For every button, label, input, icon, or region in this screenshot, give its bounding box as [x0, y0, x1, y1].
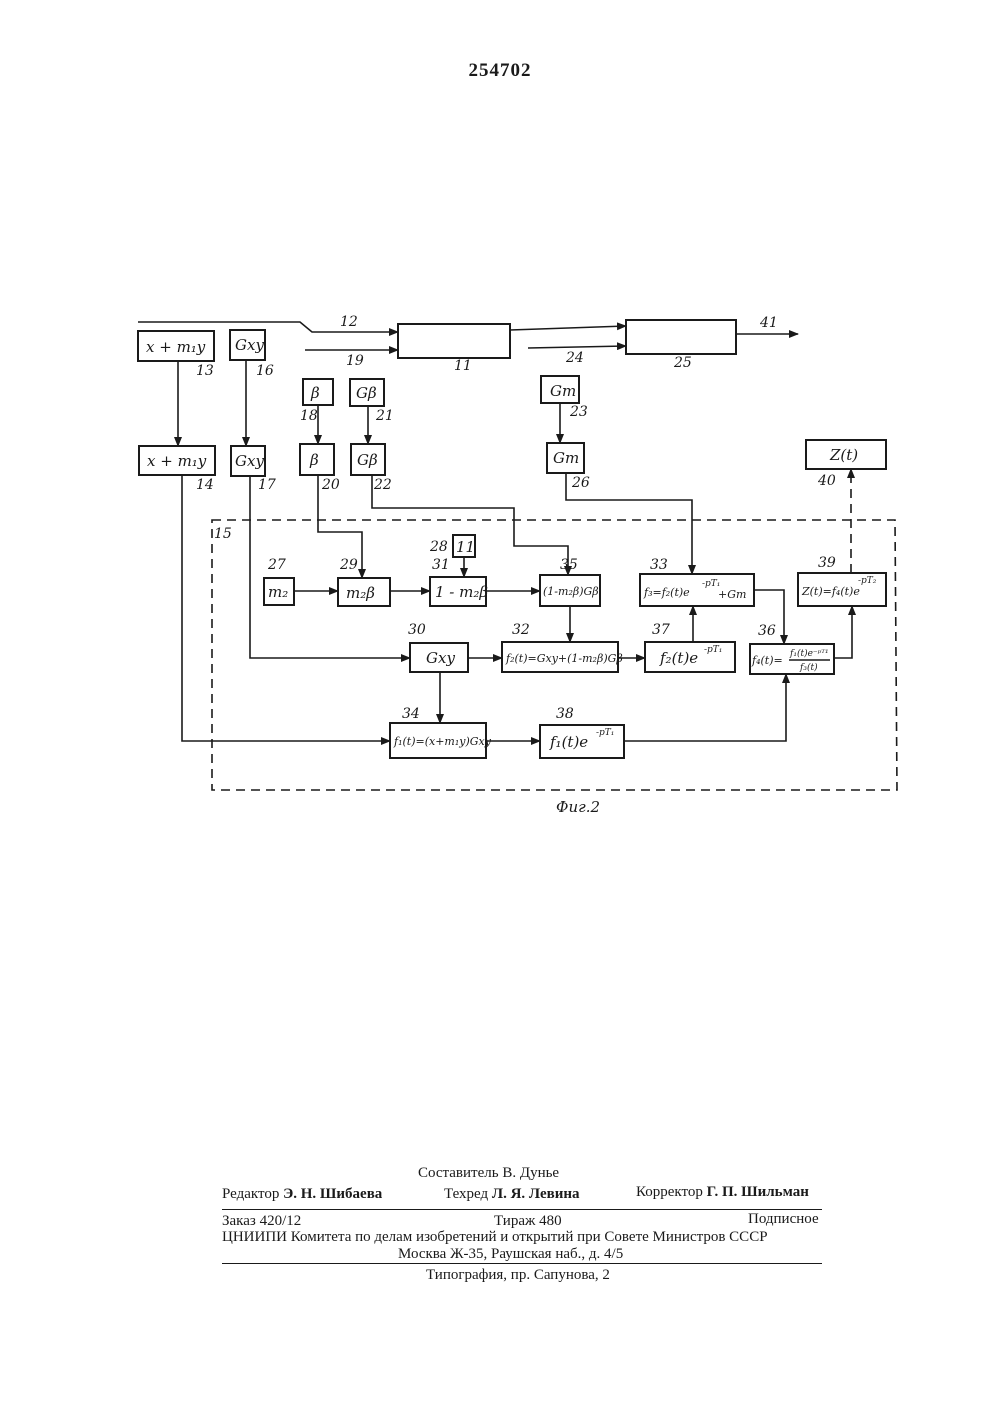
- block-11: [398, 324, 510, 358]
- block-14-label: x + m₁y: [147, 452, 207, 470]
- printing-house: Типография, пр. Сапунова, 2: [426, 1267, 610, 1284]
- block-31-label: 1 - m₂β: [435, 583, 488, 601]
- colophon-rule-1: [222, 1209, 822, 1210]
- corrector-label: Корректор: [636, 1184, 703, 1200]
- block-16-number: 16: [256, 363, 274, 379]
- corrector-line: Корректор Г. П. Шильман: [636, 1184, 809, 1201]
- block-17-number: 17: [258, 477, 276, 493]
- subscription: Подписное: [748, 1211, 819, 1228]
- block-39-label: Z(t)=f₄(t)e: [801, 585, 860, 598]
- figure-caption: Фиг.2: [556, 798, 600, 816]
- block-34-number: 34: [402, 706, 420, 722]
- editor-name: Э. Н. Шибаева: [283, 1186, 382, 1202]
- block-27-label: m₂: [268, 583, 288, 601]
- block-13-label: x + m₁y: [146, 338, 206, 356]
- block-36-fraction-bottom: f₃(t): [799, 662, 818, 673]
- region-15-number: 15: [214, 526, 232, 542]
- block-16-label: Gxy: [235, 336, 264, 354]
- block-38-label: f₁(t)e: [549, 733, 588, 751]
- block-37-number: 37: [652, 622, 670, 638]
- block-23-number: 23: [569, 404, 588, 420]
- block-30-number: 30: [408, 622, 426, 638]
- institute: ЦНИИПИ Комитета по делам изобретений и о…: [222, 1229, 768, 1246]
- techred-label: Техред: [444, 1186, 488, 1202]
- block-27-number: 27: [267, 557, 286, 573]
- block-25-number: 25: [673, 355, 692, 371]
- block-23-label: Gт: [550, 382, 576, 400]
- block-22-number: 22: [373, 477, 392, 493]
- address: Москва Ж-35, Раушская наб., д. 4/5: [398, 1246, 623, 1263]
- wire-14-to-34: [182, 475, 390, 741]
- block-33-label: f₃=f₂(t)e: [643, 586, 690, 599]
- techred-line: Техред Л. Я. Левина: [444, 1186, 580, 1203]
- block-22-label: Gβ: [357, 451, 378, 469]
- compiler-line: Составитель В. Дунье: [418, 1165, 559, 1182]
- block-40-number: 40: [817, 473, 836, 489]
- techred-name: Л. Я. Левина: [492, 1186, 580, 1202]
- editor-line: Редактор Э. Н. Шибаева: [222, 1186, 382, 1203]
- block-35-number: 35: [560, 557, 578, 573]
- block-26-number: 26: [571, 475, 590, 491]
- wire-22-to-35: [372, 475, 568, 575]
- wire-36-to-39: [834, 606, 852, 658]
- block-36-label: f₄(t)=: [751, 654, 783, 667]
- block-36-fraction-top: f₁(t)e⁻ᵖᵀ¹: [789, 648, 829, 659]
- block-11-number: 11: [454, 358, 472, 374]
- block-21-label: Gβ: [356, 384, 377, 402]
- block-28-label: 11: [456, 538, 475, 556]
- block-34-label: f₁(t)=(x+m₁y)Gxy: [393, 735, 492, 748]
- wire-12-label: 12: [340, 314, 358, 330]
- block-40-label: Z(t): [829, 446, 858, 464]
- wire-24: [528, 346, 626, 348]
- block-39-number: 39: [818, 555, 836, 571]
- block-17-label: Gxy: [235, 452, 264, 470]
- block-25: [626, 320, 736, 354]
- wire-19-label: 19: [346, 353, 364, 369]
- block-13-number: 13: [196, 363, 214, 379]
- block-28-number: 28: [429, 539, 448, 555]
- block-38-exponent: -pT₁: [596, 728, 614, 738]
- editor-label: Редактор: [222, 1186, 279, 1202]
- block-18-number: 18: [300, 408, 318, 424]
- block-37-exponent: -pT₁: [704, 645, 722, 655]
- block-37-label: f₂(t)e: [659, 649, 698, 667]
- block-21-number: 21: [375, 408, 394, 424]
- block-29-number: 29: [339, 557, 358, 573]
- block-20-number: 20: [321, 477, 340, 493]
- block-35-label: (1-m₂β)Gβ: [543, 585, 599, 598]
- print-run: Тираж 480: [494, 1213, 562, 1230]
- block-36-number: 36: [758, 623, 776, 639]
- wire-41-label: 41: [759, 315, 778, 331]
- block-39-exponent: -pT₂: [858, 576, 877, 586]
- wire-24-label: 24: [565, 350, 584, 366]
- wire-38-to-36: [624, 674, 786, 741]
- block-20-label: β: [309, 451, 319, 469]
- corrector-name: Г. П. Шильман: [707, 1184, 809, 1200]
- block-30-label: Gxy: [426, 649, 455, 667]
- block-38-number: 38: [556, 706, 574, 722]
- order-number: Заказ 420/12: [222, 1213, 301, 1230]
- colophon-rule-2: [222, 1263, 822, 1264]
- block-29-label: m₂β: [346, 584, 375, 602]
- block-33-extra: +Gт: [718, 588, 746, 601]
- block-26-label: Gт: [553, 449, 579, 467]
- wire-11-to-25: [510, 326, 626, 330]
- block-32-label: f₂(t)=Gxy+(1-m₂β)Gβ: [505, 652, 623, 665]
- block-32-number: 32: [512, 622, 530, 638]
- block-18-label: β: [310, 384, 320, 402]
- block-31-number: 31: [432, 557, 450, 573]
- block-14-number: 14: [196, 477, 214, 493]
- block-33-number: 33: [650, 557, 668, 573]
